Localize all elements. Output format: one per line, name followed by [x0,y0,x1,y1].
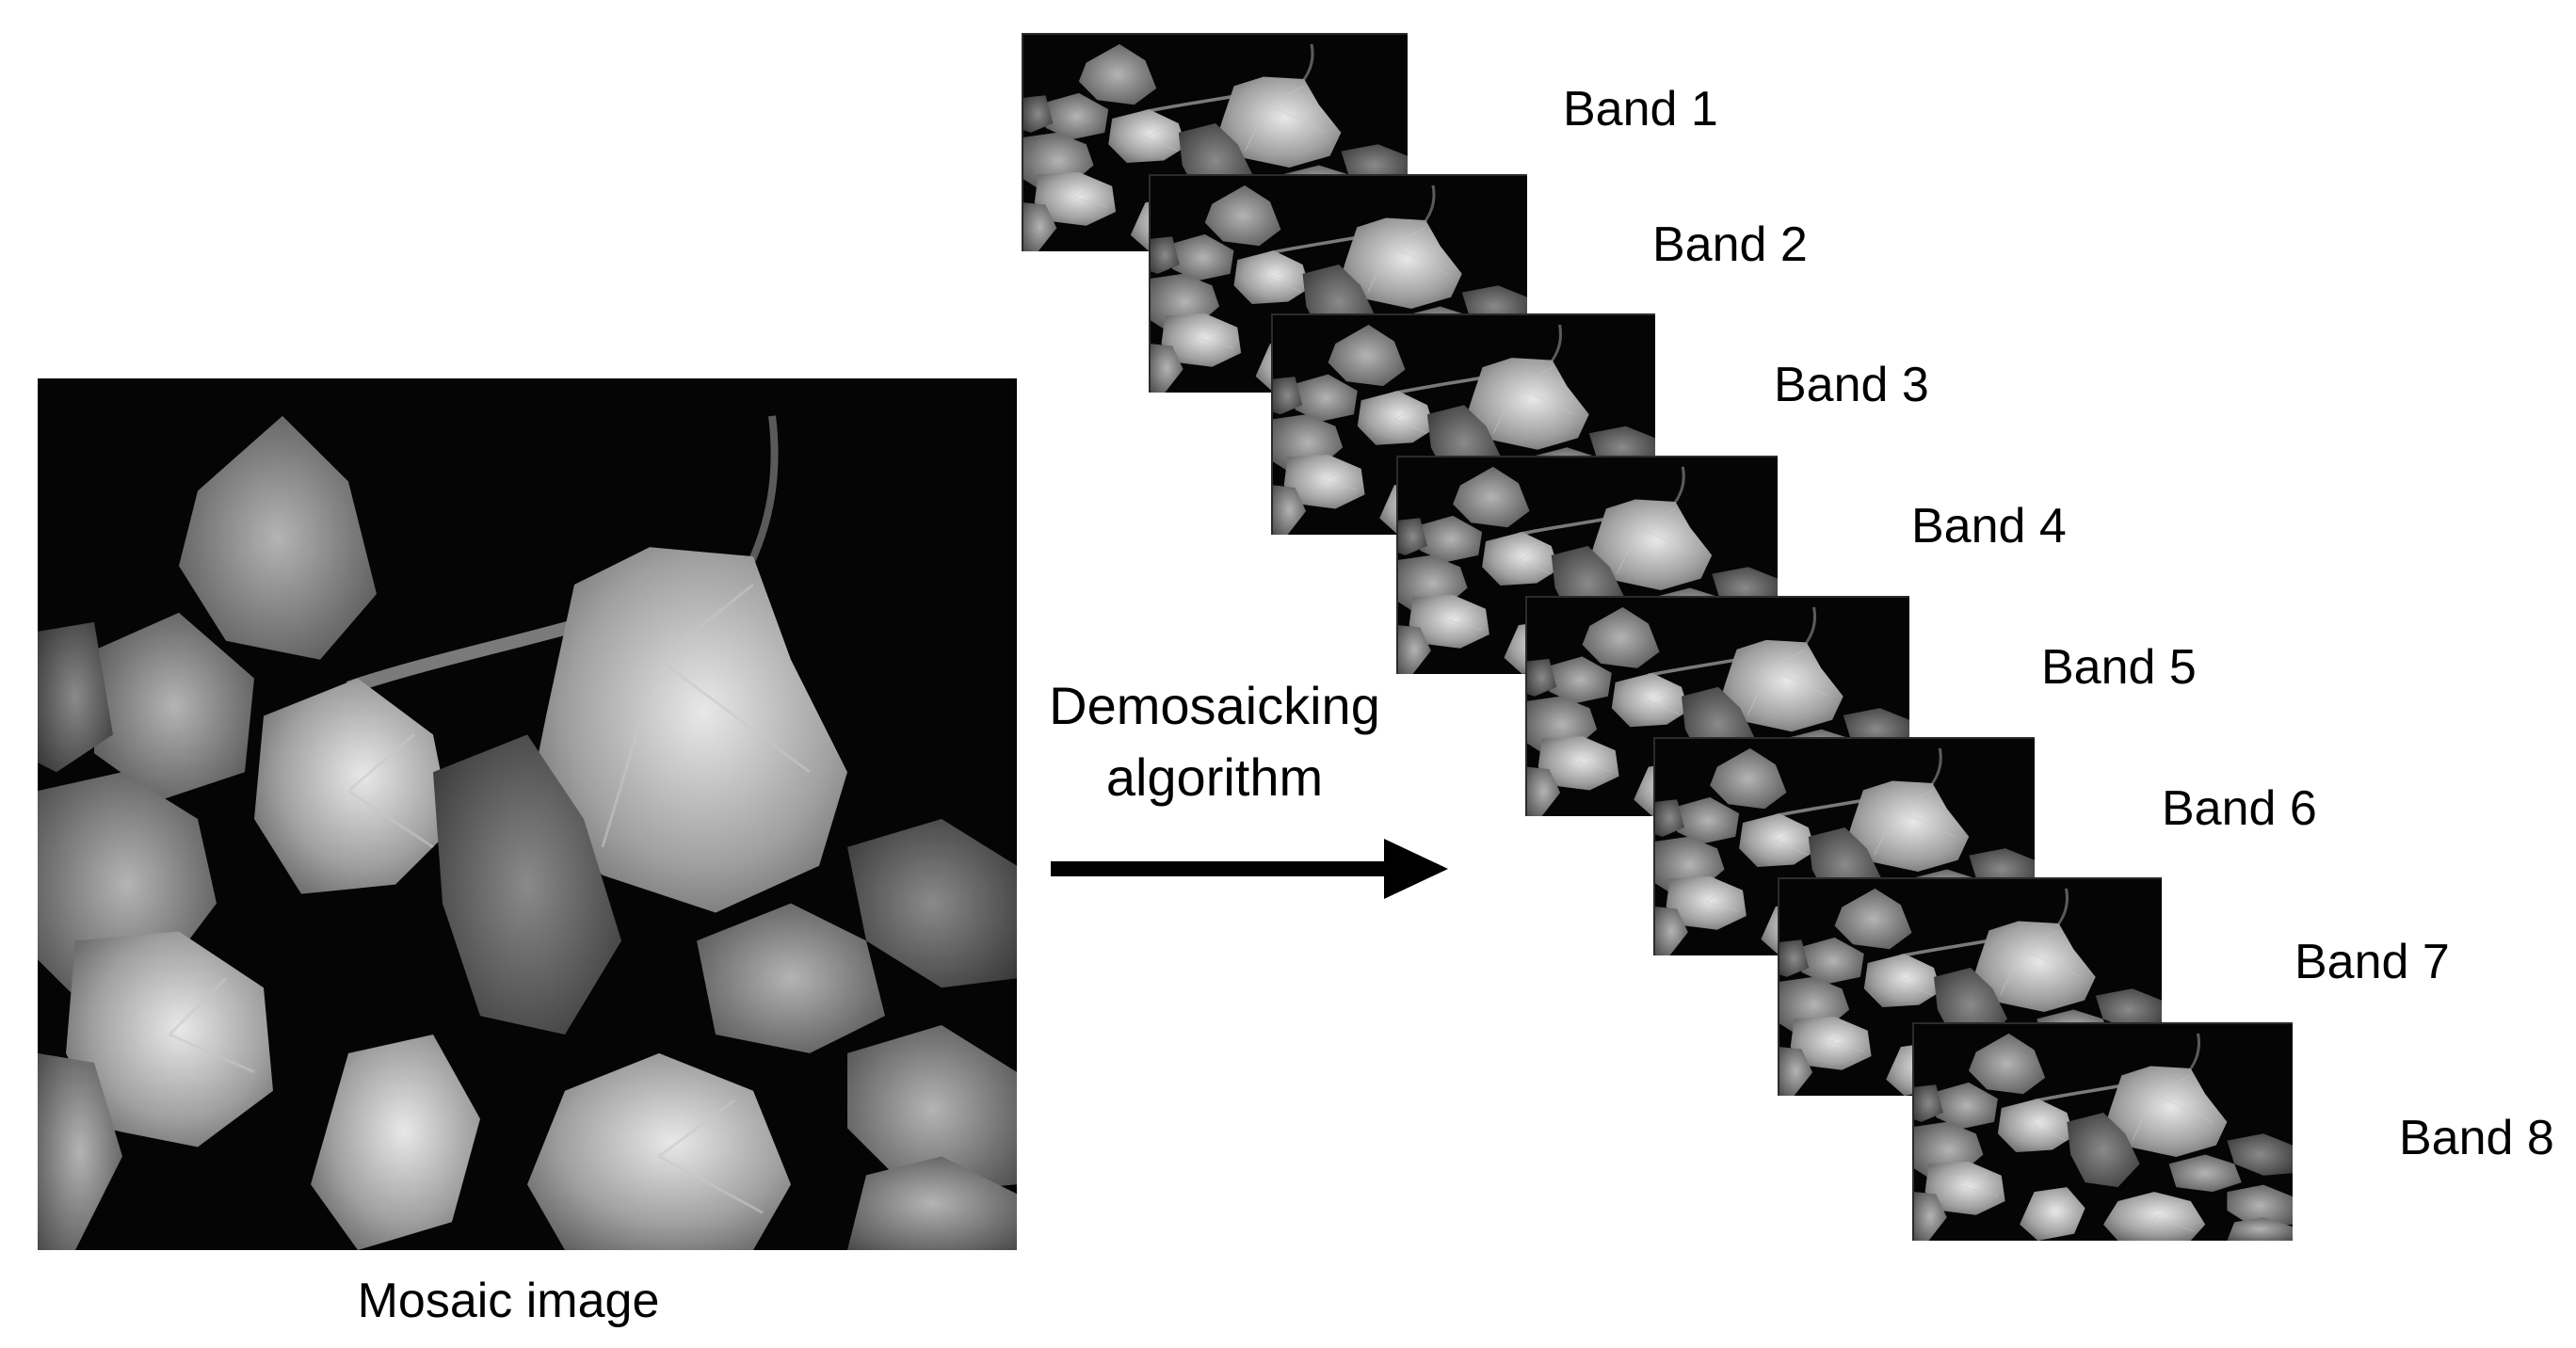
band-8-image [1912,1022,2293,1241]
band-8-label: Band 8 [2399,1111,2554,1165]
band-3-label: Band 3 [1774,358,1929,412]
band-5-label: Band 5 [2041,640,2197,695]
band-7-label: Band 7 [2294,935,2450,989]
process-label-line2: algorithm [1105,747,1324,807]
process-arrow [1051,839,1448,899]
process-label-line1: Demosaicking [1049,676,1380,735]
band-2-label: Band 2 [1652,217,1808,272]
mosaic-leaf-photo [38,378,1017,1250]
mosaic-image-caption: Mosaic image [357,1274,660,1328]
band-6-label: Band 6 [2162,781,2317,836]
band-4-label: Band 4 [1911,499,2067,554]
band-8-leaf-photo [1914,1024,2293,1241]
mosaic-image [38,378,1017,1250]
band-1-label: Band 1 [1563,82,1718,136]
